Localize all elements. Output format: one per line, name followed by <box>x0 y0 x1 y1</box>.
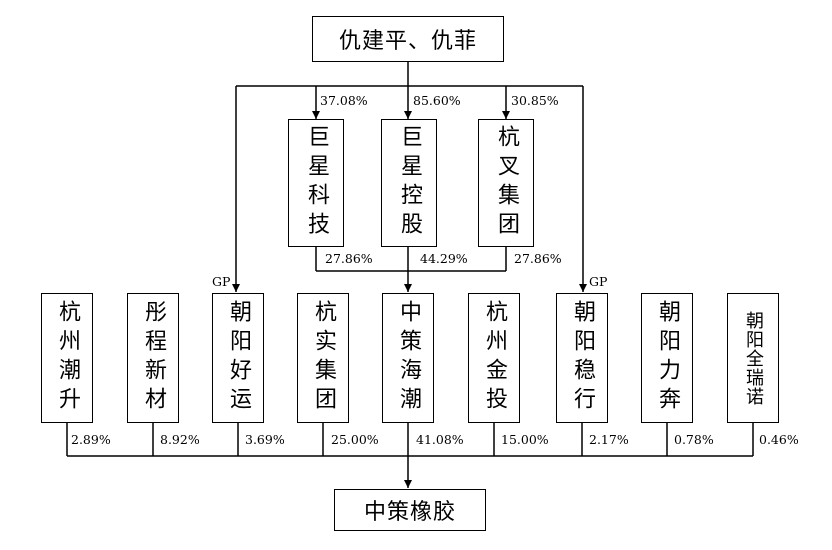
middle-entity-label: 巨星科技 <box>304 125 329 241</box>
middle-entity-label: 杭叉集团 <box>494 125 519 241</box>
bottom-company-label: 中策橡胶 <box>363 500 456 525</box>
gp-label-wenxing: GP <box>589 274 608 289</box>
stake-pct-4: 25.00% <box>331 432 379 447</box>
shareholder-label: 彤程新材 <box>141 300 166 416</box>
shareholder-label: 中策海潮 <box>396 300 421 416</box>
shareholder-chaoyang-haoyun: 朝阳好运 <box>212 293 264 423</box>
shareholder-hangshi: 杭实集团 <box>297 293 349 423</box>
shareholder-hangzhou-jintou: 杭州金投 <box>468 293 520 423</box>
middle-entity-hangcha: 杭叉集团 <box>478 119 534 247</box>
stake-pct-8: 0.78% <box>674 432 714 447</box>
stake-pct-7: 2.17% <box>589 432 629 447</box>
middle-entity-label: 巨星控股 <box>397 125 422 241</box>
shareholder-label: 杭实集团 <box>311 300 336 416</box>
gp-label-haoyun: GP <box>212 274 231 289</box>
shareholder-label: 杭州金投 <box>482 300 507 416</box>
stake-pct-9: 0.46% <box>759 432 799 447</box>
stake-pct-2: 8.92% <box>160 432 200 447</box>
shareholder-label: 朝阳好运 <box>226 300 251 416</box>
pct-jx-holding-to-haichao: 44.29% <box>420 251 468 266</box>
top-owner-label: 仇建平、仇菲 <box>338 29 477 54</box>
shareholder-chaoyang-liben: 朝阳力奔 <box>641 293 693 423</box>
pct-owner-jx-holding: 85.60% <box>413 93 461 108</box>
top-owner-box: 仇建平、仇菲 <box>312 16 504 62</box>
stake-pct-1: 2.89% <box>71 432 111 447</box>
stake-pct-6: 15.00% <box>501 432 549 447</box>
shareholder-label: 杭州潮升 <box>55 300 80 416</box>
shareholder-label: 朝阳全瑞诺 <box>743 310 764 406</box>
shareholder-hangzhou-chaosheng: 杭州潮升 <box>41 293 93 423</box>
pct-owner-hangcha: 30.85% <box>511 93 559 108</box>
shareholder-chaoyang-quanruinuo: 朝阳全瑞诺 <box>727 293 779 423</box>
bottom-company-box: 中策橡胶 <box>334 489 486 531</box>
shareholder-chaoyang-wenxing: 朝阳稳行 <box>556 293 608 423</box>
shareholder-label: 朝阳力奔 <box>655 300 680 416</box>
pct-jx-tech-to-haichao: 27.86% <box>325 251 373 266</box>
pct-owner-jx-tech: 37.08% <box>320 93 368 108</box>
middle-entity-jx-holding: 巨星控股 <box>381 119 437 247</box>
stake-pct-5: 41.08% <box>416 432 464 447</box>
shareholder-zhongce-haichao: 中策海潮 <box>382 293 434 423</box>
shareholder-tongcheng: 彤程新材 <box>127 293 179 423</box>
stake-pct-3: 3.69% <box>245 432 285 447</box>
pct-hangcha-to-haichao: 27.86% <box>514 251 562 266</box>
shareholder-label: 朝阳稳行 <box>570 300 595 416</box>
middle-entity-jx-tech: 巨星科技 <box>288 119 344 247</box>
